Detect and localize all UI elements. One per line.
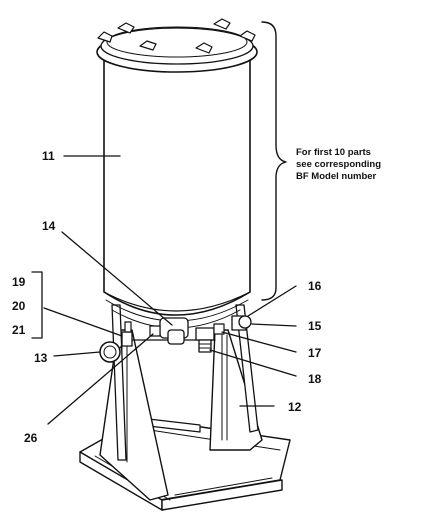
callout-17: 17 <box>308 346 322 360</box>
callout-bracket-19-21 <box>31 271 43 339</box>
callout-20: 20 <box>12 299 26 313</box>
note-line-3: BF Model number <box>296 171 377 182</box>
callout-12: 12 <box>288 400 302 414</box>
parts-note: For first 10 parts see corresponding BF … <box>296 147 381 182</box>
leader-lines <box>43 155 297 425</box>
callout-18: 18 <box>308 372 322 386</box>
callout-16: 16 <box>308 279 322 293</box>
callout-19: 19 <box>12 275 26 289</box>
lid-clamps <box>97 18 256 54</box>
note-line-1: For first 10 parts <box>296 147 371 158</box>
callout-15: 15 <box>308 319 322 333</box>
filter-cylinder <box>103 54 251 329</box>
note-line-2: see corresponding <box>296 159 381 170</box>
note-bracket <box>261 21 287 301</box>
callout-11: 11 <box>42 149 55 163</box>
callout-14: 14 <box>42 219 56 233</box>
callout-21: 21 <box>12 323 26 337</box>
callout-26: 26 <box>24 431 38 445</box>
bottom-fittings <box>99 315 252 363</box>
filter-lid <box>96 18 258 73</box>
callout-13: 13 <box>34 351 48 365</box>
